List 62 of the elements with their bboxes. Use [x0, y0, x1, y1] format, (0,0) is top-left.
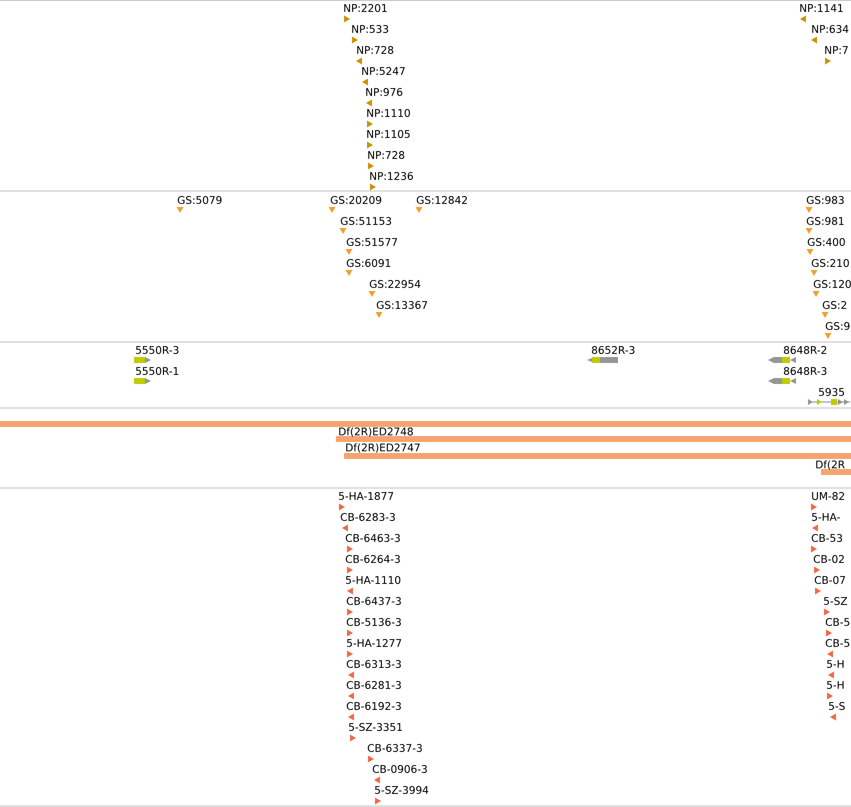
feature-label: NP:1105: [367, 130, 410, 138]
feature-label: CB-5: [826, 618, 850, 626]
feature-label: 5-HA-1877: [339, 492, 394, 500]
feature-label: NP:1110: [367, 109, 410, 117]
feature-label: CB-6281-3: [346, 681, 401, 689]
feature-label: CB-02: [814, 555, 844, 563]
feature-label: GS:9: [826, 322, 850, 330]
feature-label: NP:5247: [362, 67, 405, 75]
feature-label: NP:1141: [800, 4, 843, 12]
feature-label: Df(2R: [816, 460, 845, 470]
feature-label: 5935: [819, 388, 844, 396]
feature-label: NP:728: [368, 151, 404, 159]
feature-label: CB-6437-3: [346, 597, 401, 605]
feature-label: 8648R-2: [784, 346, 826, 354]
feature-label: 5-S: [829, 702, 845, 710]
feature-label: GS:6091: [346, 259, 390, 267]
feature-label: CB-07: [814, 576, 845, 584]
feature-label: Df(2R)ED2747: [346, 443, 420, 453]
feature-label: NP:533: [352, 25, 388, 33]
feature-label: 5-SZ: [824, 597, 848, 605]
feature-label: NP:976: [366, 88, 402, 96]
feature-label: GS:22954: [370, 280, 420, 288]
feature-label: 5550R-1: [136, 367, 178, 375]
feature-label: 5-SZ-3994: [375, 786, 428, 794]
feature-label: GS:51153: [340, 217, 392, 225]
feature-label: CB-6283-3: [340, 513, 395, 521]
feature-label: 5550R-3: [136, 346, 178, 354]
feature-label: CB-5136-3: [346, 618, 401, 626]
feature-label: CB-6337-3: [368, 744, 422, 752]
feature-label: Df(2R)ED2748: [339, 427, 413, 437]
feature-label: GS:981: [806, 217, 844, 225]
feature-label: GS:5079: [178, 196, 222, 204]
feature-label: NP:1236: [370, 172, 413, 180]
feature-label: 8648R-3: [784, 367, 826, 375]
feature-label: NP:2201: [344, 4, 387, 12]
feature-label: CB-6313-3: [346, 660, 401, 668]
feature-label: 5-H: [827, 681, 844, 689]
feature-label: GS:13367: [376, 301, 428, 309]
feature-label: CB-6264-3: [346, 555, 400, 563]
feature-label: CB-6463-3: [346, 534, 400, 542]
feature-label: 5-H: [827, 660, 844, 668]
feature-label: GS:983: [806, 196, 844, 204]
feature-label: 5-SZ-3351: [349, 723, 402, 731]
feature-label: GS:210: [812, 259, 849, 267]
feature-label: NP:634: [812, 25, 848, 33]
feature-label: 5-HA-: [812, 513, 840, 521]
feature-label: 8652R-3: [592, 346, 634, 354]
feature-label: 5-HA-1110: [346, 576, 400, 584]
feature-label: UM-82: [812, 492, 844, 500]
feature-label: GS:120: [814, 280, 851, 288]
feature-label: CB-0906-3: [372, 765, 427, 773]
feature-label: NP:7: [825, 46, 848, 54]
feature-label: GS:2: [822, 301, 846, 309]
feature-label: GS:400: [808, 238, 845, 246]
feature-label: 5-HA-1277: [347, 639, 402, 647]
feature-label: CB-53: [812, 534, 842, 542]
feature-label: GS:20209: [330, 196, 382, 204]
feature-label: CB-6192-3: [346, 702, 401, 710]
feature-label: CB-5: [826, 639, 850, 647]
feature-label: NP:728: [357, 46, 394, 54]
feature-label: GS:12842: [416, 196, 467, 204]
feature-label: GS:51577: [346, 238, 398, 246]
